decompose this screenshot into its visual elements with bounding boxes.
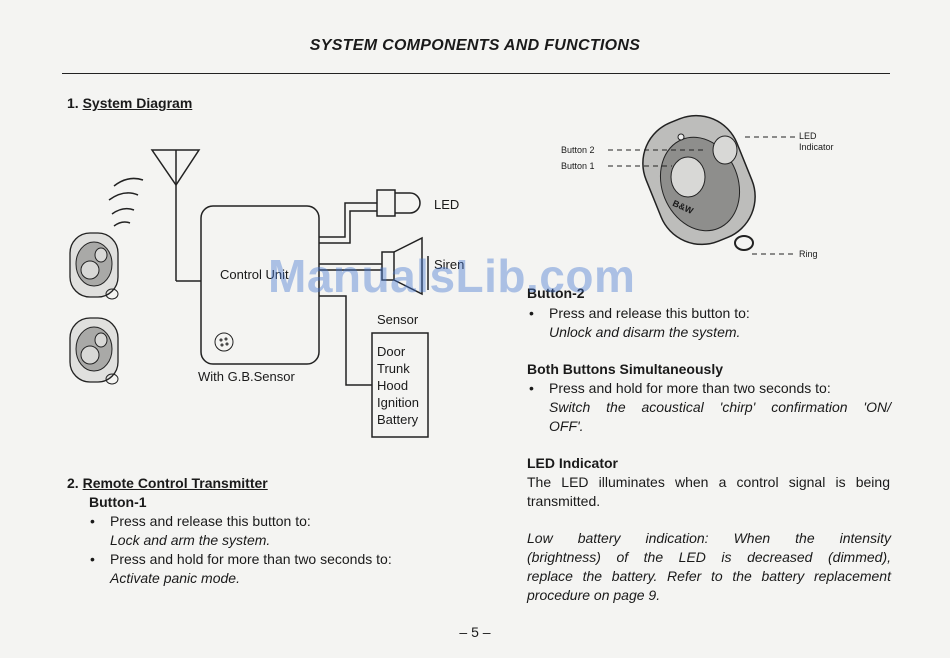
control-unit-label: Control Unit [220, 267, 289, 282]
siren-label: Siren [434, 257, 465, 272]
button-1-label: Button 1 [561, 161, 595, 171]
page-number: – 5 – [459, 624, 491, 640]
ring-label: Ring [799, 249, 818, 259]
sensor-caption: With G.B.Sensor [198, 369, 295, 384]
sensor-item: Door [377, 344, 406, 359]
button-2-label: Button 2 [561, 145, 595, 155]
both-buttons-heading: Both Buttons Simultaneously [527, 361, 723, 377]
bullet-icon: • [529, 305, 534, 321]
led-indicator-label: LED Indicator [799, 131, 834, 152]
sensor-item: Ignition [377, 395, 419, 410]
sensor-item: Trunk [377, 361, 410, 376]
button-1-icon [670, 156, 706, 198]
section-2-number: 2. [67, 475, 79, 491]
sensor-list: Door Trunk Hood Ignition Battery [377, 343, 419, 428]
low-battery-text: Low battery indication: When the intensi… [527, 530, 891, 603]
radio-waves-icon [108, 177, 144, 227]
led-icon [319, 189, 421, 244]
control-unit-box [200, 205, 320, 365]
sensor-label: Sensor [377, 312, 419, 327]
section-1-heading: 1. System Diagram [67, 95, 192, 111]
section-1-title: System Diagram [82, 95, 193, 111]
sensor-wiring [319, 295, 429, 438]
remote-fob-icon [69, 317, 119, 385]
led-indicator-text: The LED illuminates when a control signa… [527, 474, 890, 509]
led-label: LED [434, 197, 460, 212]
bullet-icon: • [529, 380, 534, 396]
section-1-number: 1. [67, 95, 79, 111]
page-title: SYSTEM COMPONENTS AND FUNCTIONS [309, 37, 641, 54]
bullet-icon: • [90, 551, 95, 567]
bullet-icon: • [90, 513, 95, 529]
button-2-heading: Button-2 [527, 285, 585, 301]
section-2-heading: 2. Remote Control Transmitter [67, 475, 268, 491]
ring-icon [734, 235, 754, 251]
list-item: • Press and hold for more than two secon… [90, 551, 392, 586]
antenna-icon [150, 149, 201, 282]
section-2-title: Remote Control Transmitter [82, 475, 268, 491]
callout-lines [608, 136, 796, 255]
sensor-item: Battery [377, 412, 419, 427]
watermark: ManualsLib.com [268, 250, 636, 302]
header-rule [62, 73, 890, 74]
button-2-icon [712, 135, 738, 165]
list-item: • Press and hold for more than two secon… [529, 380, 891, 434]
list-item: • Press and release this button to: Unlo… [529, 305, 750, 340]
button-1-bullets: • Press and release this button to: Lock… [90, 512, 450, 588]
list-item: • Press and release this button to: Lock… [90, 513, 311, 548]
sensor-item: Hood [377, 378, 409, 393]
gb-sensor-icon [214, 332, 234, 352]
button-1-heading: Button-1 [89, 494, 147, 510]
siren-icon [319, 236, 429, 296]
led-indicator-heading: LED Indicator [527, 455, 619, 471]
transmitter-illustration [642, 114, 756, 251]
led-indicator-icon [677, 133, 685, 141]
remote-fob-icon [69, 232, 119, 300]
